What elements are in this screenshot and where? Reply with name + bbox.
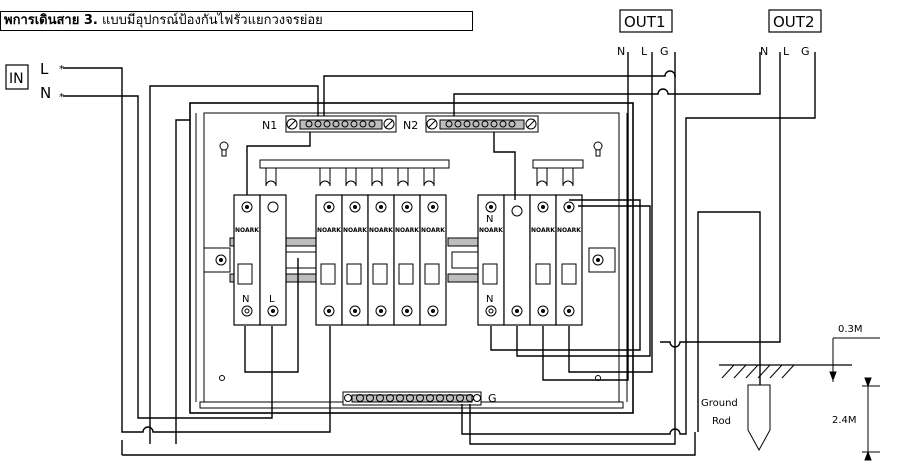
brand-label: NOARK [235,227,259,234]
in-label: IN [9,71,24,87]
out2-terminal: OUT2 N L G [760,9,822,58]
in-terminal: IN L N * * [5,60,64,103]
out1-label: OUT1 [624,13,666,31]
title-rest: แบบมีอุปกรณ์ป้องกันไฟรั่วแยกวงจรย่อย [97,13,323,28]
out1-l-label: L [641,45,648,58]
breaker-group-left: NOARK NOARK NOARK NOARK NOARK [315,194,447,326]
depth-label: 0.3M [838,324,863,335]
out2-g-label: G [801,45,810,58]
terminal-marker-icon: * [59,92,64,103]
out2-label: OUT2 [773,13,815,31]
out1-g-label: G [660,45,669,58]
in-l-label: L [40,60,49,78]
rod-label: Rod [712,416,731,427]
brand-label: NOARK [421,227,445,234]
comb-busbar [259,159,584,187]
rcd-n-label: N [486,294,493,305]
mount-hole-icon [219,141,603,157]
breaker-group-right: NOARK NOARK [529,194,583,326]
out1-terminal: OUT1 N L G [617,9,673,58]
n2-label: N2 [403,119,418,132]
rcd-module-right: NOARK N N [477,194,531,326]
brand-label: NOARK [395,227,419,234]
out2-n-label: N [760,45,768,58]
rod-length-label: 2.4M [832,415,857,426]
hinge-right-icon [588,247,616,273]
n1-label: N1 [262,119,277,132]
title-bold: พการเดินสาย 3. [4,13,98,28]
brand-label: NOARK [557,227,581,234]
rcd-n-label: N [486,214,493,225]
rcd-n-label: N [242,294,249,305]
ground-label: Ground [701,398,738,409]
neutral-bar-n1 [285,115,397,133]
ground-bar [342,391,482,406]
wiring [63,52,816,456]
out1-n-label: N [617,45,625,58]
diagram-title: พการเดินสาย 3. แบบมีอุปกรณ์ป้องกันไฟรั่ว… [0,11,473,31]
hinge-left-icon [203,247,231,273]
dimension-lines [829,337,880,461]
neutral-bar-n2 [425,115,539,133]
out2-l-label: L [783,45,790,58]
in-n-label: N [40,84,51,102]
terminal-marker-icon: * [59,64,64,75]
screw-hole-icon [219,375,225,381]
brand-label: NOARK [531,227,555,234]
rcd-module-left: NOARK N L [233,194,287,326]
rcd-l-label: L [269,294,275,305]
ground-rod-icon [719,364,852,452]
g-bar-label: G [488,392,497,405]
brand-label: NOARK [343,227,367,234]
brand-label: NOARK [479,227,503,234]
brand-label: NOARK [369,227,393,234]
brand-label: NOARK [317,227,341,234]
